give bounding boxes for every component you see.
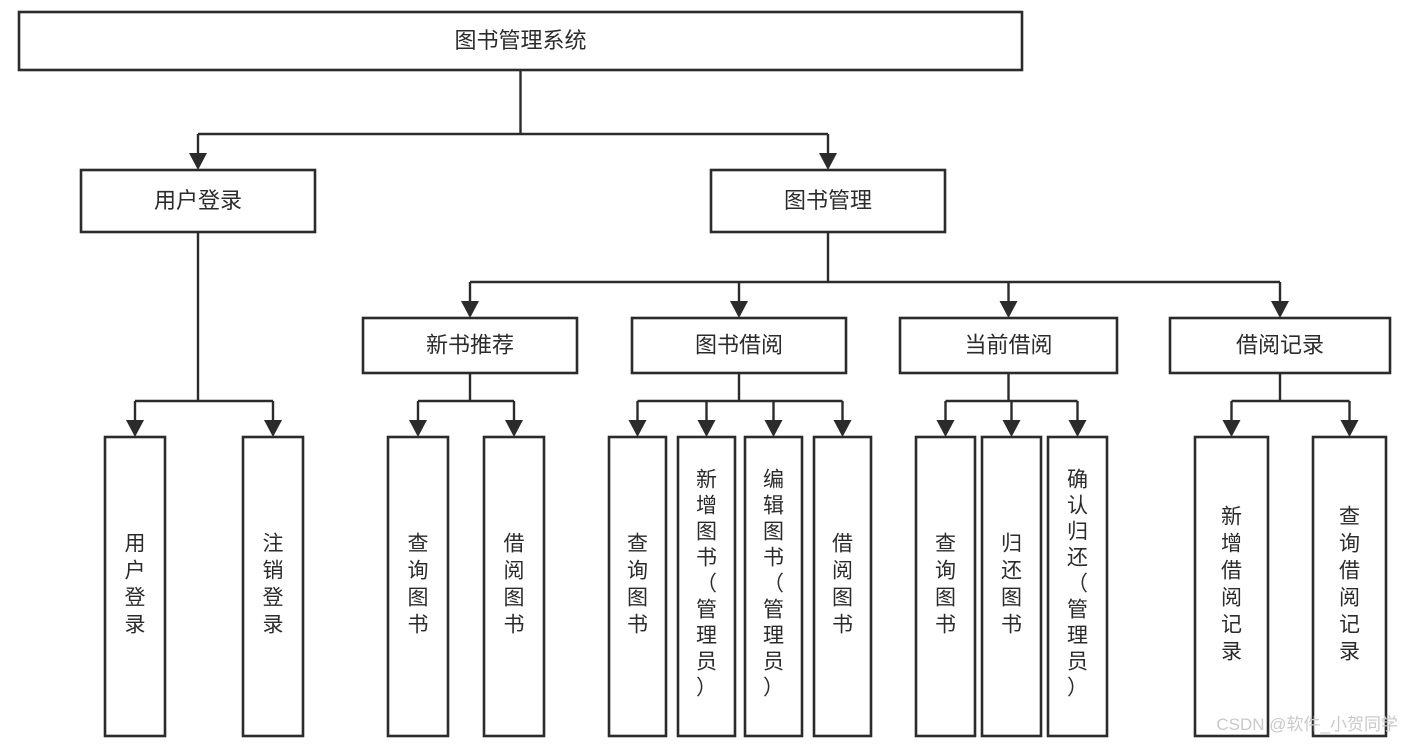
arrow-head-icon bbox=[628, 420, 647, 437]
node-book-borrow[interactable]: 图书借阅 bbox=[630, 316, 848, 375]
node-current-borrow[interactable]: 当前借阅 bbox=[898, 316, 1119, 375]
node-leaf-user-login[interactable]: 用户登录 bbox=[103, 435, 167, 738]
node-box-user-login bbox=[79, 168, 317, 234]
node-user-login[interactable]: 用户登录 bbox=[79, 168, 317, 234]
edge-group-current-borrow bbox=[936, 373, 1087, 437]
node-box-root bbox=[17, 10, 1024, 72]
node-label-current-borrow: 当前借阅 bbox=[964, 332, 1052, 357]
arrow-head-icon bbox=[126, 420, 144, 437]
arrow-head-icon bbox=[1271, 301, 1289, 318]
arrow-head-icon bbox=[189, 153, 207, 170]
node-label-leaf-recommend-query: 查询图书 bbox=[408, 532, 429, 636]
node-leaf-borrow-add[interactable]: 新增图书（管理员） bbox=[676, 435, 737, 738]
node-label-leaf-user-logout: 注销登录 bbox=[263, 532, 284, 636]
arrow-head-icon bbox=[999, 301, 1018, 318]
arrow-head-icon bbox=[819, 153, 837, 170]
arrow-head-icon bbox=[505, 420, 523, 437]
node-label-leaf-record-query: 查询借阅记录 bbox=[1339, 505, 1360, 663]
node-box-book-borrow bbox=[630, 316, 848, 375]
node-box-leaf-borrow-edit bbox=[743, 435, 804, 738]
arrow-head-icon bbox=[264, 420, 282, 437]
node-box-leaf-borrow-lend bbox=[812, 435, 873, 738]
node-box-leaf-user-logout bbox=[241, 435, 305, 738]
node-layer: 图书管理系统用户登录图书管理新书推荐图书借阅当前借阅借阅记录用户登录注销登录查询… bbox=[17, 10, 1392, 738]
node-borrow-record[interactable]: 借阅记录 bbox=[1168, 316, 1392, 375]
node-box-leaf-current-query bbox=[914, 435, 977, 738]
node-box-leaf-record-query bbox=[1311, 435, 1388, 738]
node-label-leaf-borrow-query: 查询图书 bbox=[627, 532, 648, 636]
node-label-leaf-borrow-lend: 借阅图书 bbox=[832, 532, 853, 636]
node-leaf-recommend-borrow[interactable]: 借阅图书 bbox=[482, 435, 546, 738]
arrow-head-icon bbox=[697, 420, 716, 437]
node-label-leaf-current-query: 查询图书 bbox=[935, 532, 956, 636]
node-box-leaf-record-add bbox=[1193, 435, 1270, 738]
node-new-book-recommend[interactable]: 新书推荐 bbox=[361, 316, 579, 375]
node-box-current-borrow bbox=[898, 316, 1119, 375]
edge-group-borrow-record bbox=[1222, 373, 1359, 437]
edge-group-book-manage bbox=[461, 232, 1289, 318]
edge-group-new-book-recommend bbox=[409, 373, 523, 437]
node-box-leaf-current-confirm bbox=[1046, 435, 1109, 738]
edge-group-book-borrow bbox=[628, 373, 852, 437]
arrow-head-icon bbox=[764, 420, 783, 437]
node-leaf-current-confirm[interactable]: 确认归还（管理员） bbox=[1046, 435, 1109, 738]
node-label-leaf-recommend-borrow: 借阅图书 bbox=[504, 532, 525, 636]
node-label-user-login: 用户登录 bbox=[154, 188, 242, 213]
node-label-root: 图书管理系统 bbox=[454, 28, 586, 53]
node-box-book-manage bbox=[709, 168, 947, 234]
node-label-leaf-borrow-edit: 编辑图书（管理员） bbox=[763, 469, 784, 700]
node-box-new-book-recommend bbox=[361, 316, 579, 375]
node-leaf-borrow-edit[interactable]: 编辑图书（管理员） bbox=[743, 435, 804, 738]
arrow-head-icon bbox=[1340, 420, 1359, 437]
node-label-leaf-borrow-add: 新增图书（管理员） bbox=[696, 469, 717, 700]
node-label-leaf-user-login: 用户登录 bbox=[125, 532, 146, 636]
node-label-book-borrow: 图书借阅 bbox=[695, 332, 783, 357]
arrow-head-icon bbox=[461, 301, 479, 318]
node-leaf-current-return[interactable]: 归还图书 bbox=[980, 435, 1043, 738]
arrow-head-icon bbox=[936, 420, 955, 437]
node-leaf-record-query[interactable]: 查询借阅记录 bbox=[1311, 435, 1388, 738]
arrow-head-icon bbox=[409, 420, 427, 437]
edge-group-user-login bbox=[126, 232, 282, 437]
node-box-leaf-recommend-query bbox=[386, 435, 450, 738]
node-box-leaf-recommend-borrow bbox=[482, 435, 546, 738]
node-leaf-borrow-query[interactable]: 查询图书 bbox=[607, 435, 668, 738]
node-leaf-record-add[interactable]: 新增借阅记录 bbox=[1193, 435, 1270, 738]
csdn-watermark: CSDN @软件_小贺同学 bbox=[1216, 715, 1398, 734]
arrow-head-icon bbox=[1002, 420, 1021, 437]
arrow-head-icon bbox=[1068, 420, 1087, 437]
node-box-borrow-record bbox=[1168, 316, 1392, 375]
arrow-head-icon bbox=[730, 301, 748, 318]
node-label-new-book-recommend: 新书推荐 bbox=[426, 332, 514, 357]
node-box-leaf-user-login bbox=[103, 435, 167, 738]
edge-group-root bbox=[189, 70, 837, 170]
node-box-leaf-borrow-query bbox=[607, 435, 668, 738]
node-label-leaf-current-return: 归还图书 bbox=[1001, 532, 1022, 636]
arrow-head-icon bbox=[833, 420, 852, 437]
node-box-leaf-borrow-add bbox=[676, 435, 737, 738]
node-leaf-recommend-query[interactable]: 查询图书 bbox=[386, 435, 450, 738]
arrow-head-icon bbox=[1222, 420, 1241, 437]
edge-layer bbox=[126, 70, 1359, 437]
node-book-manage[interactable]: 图书管理 bbox=[709, 168, 947, 234]
node-label-book-manage: 图书管理 bbox=[784, 188, 872, 213]
node-label-leaf-record-add: 新增借阅记录 bbox=[1221, 505, 1242, 663]
node-label-leaf-current-confirm: 确认归还（管理员） bbox=[1067, 469, 1088, 700]
node-root[interactable]: 图书管理系统 bbox=[17, 10, 1024, 72]
node-leaf-borrow-lend[interactable]: 借阅图书 bbox=[812, 435, 873, 738]
node-leaf-current-query[interactable]: 查询图书 bbox=[914, 435, 977, 738]
node-leaf-user-logout[interactable]: 注销登录 bbox=[241, 435, 305, 738]
node-box-leaf-current-return bbox=[980, 435, 1043, 738]
node-label-borrow-record: 借阅记录 bbox=[1236, 332, 1324, 357]
